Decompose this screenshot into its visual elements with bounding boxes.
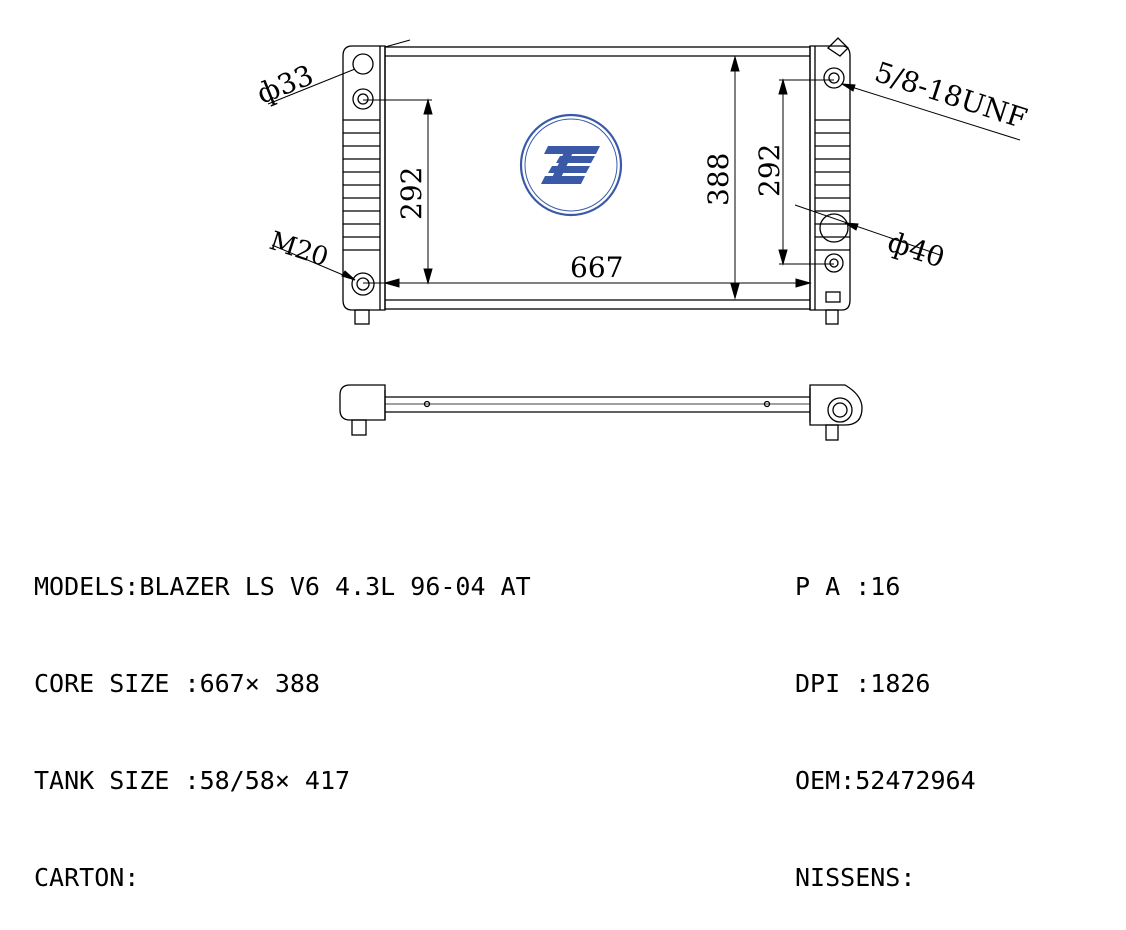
right-large-port	[819, 213, 849, 243]
core-size-value: 667× 388	[199, 669, 320, 698]
specs-left: MODELS:BLAZER LS V6 4.3L 96-04 AT CORE S…	[34, 512, 531, 930]
left-tank	[342, 45, 386, 311]
dim-pipe-left: ф33	[252, 58, 318, 110]
models-label: MODELS:	[34, 572, 140, 601]
carton-label: CARTON:	[34, 863, 140, 892]
dim-pipe-right: ф40	[884, 225, 949, 274]
oem-value: 52472964	[855, 766, 976, 795]
right-tank-fins	[815, 119, 850, 251]
radiator-drawing: ф33 5/8-18UNF 292 388 292 667 M20 ф40	[252, 37, 1031, 441]
filler-neck	[826, 37, 849, 57]
brand-logo	[519, 113, 623, 217]
pa-label: P A :	[795, 572, 871, 601]
left-upper-port	[352, 53, 374, 75]
dpi-value: 1826	[870, 669, 931, 698]
right-tank	[809, 45, 851, 311]
side-port	[827, 397, 853, 423]
core-size-label: CORE SIZE :	[34, 669, 200, 698]
models-value: BLAZER LS V6 4.3L 96-04 AT	[139, 572, 531, 601]
dim-height-core: 388	[702, 153, 735, 206]
nissens-label: NISSENS:	[795, 863, 916, 892]
left-lower-port	[351, 272, 375, 296]
dim-width-core: 667	[570, 251, 623, 284]
pa-value: 16	[870, 572, 901, 601]
tank-size-value: 58/58× 417	[199, 766, 351, 795]
dpi-label: DPI :	[795, 669, 871, 698]
dim-fitting-left: M20	[266, 226, 332, 273]
dim-height-left: 292	[395, 167, 428, 220]
tank-size-label: TANK SIZE :	[34, 766, 200, 795]
left-tank-fins	[343, 119, 380, 251]
specs-right: P A :16 DPI :1826 OEM:52472964 NISSENS:	[795, 512, 976, 930]
oem-label: OEM:	[795, 766, 856, 795]
dim-height-right: 292	[753, 144, 786, 197]
side-view	[339, 384, 863, 441]
dim-thread: 5/8-18UNF	[871, 55, 1031, 135]
